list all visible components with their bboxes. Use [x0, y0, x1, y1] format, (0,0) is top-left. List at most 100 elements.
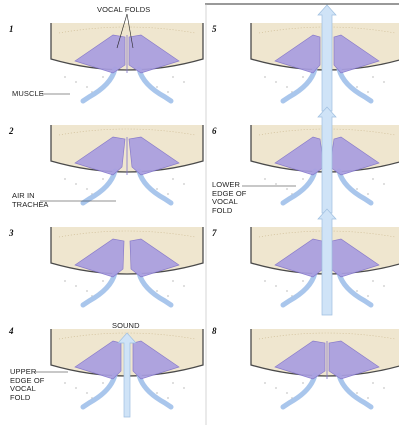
tissue-speckle: [383, 81, 385, 83]
tissue-speckle: [302, 178, 304, 180]
tissue-speckle: [102, 382, 104, 384]
trachea-wall-left: [283, 69, 315, 101]
lower-edge-label: LOWER EDGE OF VOCAL FOLD: [212, 181, 248, 215]
tissue-speckle: [64, 280, 66, 282]
trachea-wall-right: [339, 273, 371, 305]
trachea-wall-left: [83, 273, 115, 305]
panel-4: [51, 329, 203, 417]
tissue-speckle: [167, 397, 169, 399]
tissue-speckle: [172, 178, 174, 180]
tissue-speckle: [367, 91, 369, 93]
panel-number-2: 2: [9, 126, 14, 136]
tissue-speckle: [264, 178, 266, 180]
cartilage: [51, 227, 203, 274]
panel-number-6: 6: [212, 126, 217, 136]
tissue-speckle: [286, 86, 288, 88]
tissue-speckle: [102, 76, 104, 78]
tissue-speckle: [156, 290, 158, 292]
panel-number-3: 3: [9, 228, 14, 238]
tissue-speckle: [86, 188, 88, 190]
trachea-wall-right: [139, 171, 171, 203]
tissue-speckle: [372, 76, 374, 78]
tissue-speckle: [275, 183, 277, 185]
tissue-speckle: [75, 81, 77, 83]
trachea-wall-right: [339, 375, 371, 407]
panel-number-8: 8: [212, 326, 217, 336]
tissue-speckle: [367, 295, 369, 297]
trachea-wall-right: [339, 69, 371, 101]
vocal-folds-label: VOCAL FOLDS: [97, 6, 150, 15]
tissue-speckle: [372, 382, 374, 384]
tissue-speckle: [275, 81, 277, 83]
tissue-speckle: [183, 183, 185, 185]
panel-number-7: 7: [212, 228, 217, 238]
upper-edge-label: UPPER EDGE OF VOCAL FOLD: [10, 368, 54, 402]
tissue-speckle: [275, 285, 277, 287]
trachea-wall-right: [139, 69, 171, 101]
trachea-wall-left: [83, 171, 115, 203]
tissue-speckle: [102, 178, 104, 180]
tissue-speckle: [356, 290, 358, 292]
tissue-speckle: [167, 193, 169, 195]
tissue-speckle: [302, 76, 304, 78]
trachea-wall-left: [83, 375, 115, 407]
tissue-speckle: [86, 86, 88, 88]
tissue-speckle: [156, 392, 158, 394]
tissue-speckle: [264, 382, 266, 384]
tissue-speckle: [286, 188, 288, 190]
muscle-label: MUSCLE: [12, 90, 44, 99]
tissue-speckle: [367, 397, 369, 399]
tissue-speckle: [64, 382, 66, 384]
trachea-wall-left: [283, 375, 315, 407]
tissue-speckle: [102, 280, 104, 282]
trachea-wall-right: [139, 375, 171, 407]
tissue-speckle: [356, 188, 358, 190]
tissue-speckle: [183, 387, 185, 389]
panel-3: [51, 227, 203, 305]
tissue-speckle: [75, 387, 77, 389]
tissue-speckle: [64, 76, 66, 78]
trachea-wall-right: [339, 171, 371, 203]
tissue-speckle: [75, 183, 77, 185]
tissue-speckle: [167, 91, 169, 93]
tissue-speckle: [372, 280, 374, 282]
tissue-speckle: [75, 285, 77, 287]
tissue-speckle: [172, 76, 174, 78]
tissue-speckle: [172, 280, 174, 282]
panel-2: [51, 125, 203, 203]
panel-5: [251, 5, 399, 111]
tissue-speckle: [302, 280, 304, 282]
panel-6: [251, 107, 399, 213]
tissue-speckle: [264, 280, 266, 282]
tissue-speckle: [275, 387, 277, 389]
tissue-speckle: [156, 188, 158, 190]
tissue-speckle: [302, 382, 304, 384]
tissue-speckle: [156, 86, 158, 88]
tissue-speckle: [183, 285, 185, 287]
tissue-speckle: [383, 387, 385, 389]
tissue-speckle: [372, 178, 374, 180]
tissue-speckle: [356, 86, 358, 88]
tissue-speckle: [167, 295, 169, 297]
tissue-speckle: [383, 183, 385, 185]
tissue-speckle: [286, 392, 288, 394]
tissue-speckle: [356, 392, 358, 394]
tissue-speckle: [264, 76, 266, 78]
tissue-speckle: [367, 193, 369, 195]
trachea-wall-left: [83, 69, 115, 101]
tissue-speckle: [64, 178, 66, 180]
panel-number-5: 5: [212, 24, 217, 34]
tissue-speckle: [86, 392, 88, 394]
tissue-speckle: [86, 290, 88, 292]
panel-1: [51, 23, 203, 101]
panel-8: [251, 329, 399, 407]
panel-number-4: 4: [9, 326, 14, 336]
panel-number-1: 1: [9, 24, 14, 34]
panel-7: [251, 209, 399, 315]
tissue-speckle: [383, 285, 385, 287]
tissue-speckle: [172, 382, 174, 384]
tissue-speckle: [183, 81, 185, 83]
trachea-wall-left: [283, 171, 315, 203]
